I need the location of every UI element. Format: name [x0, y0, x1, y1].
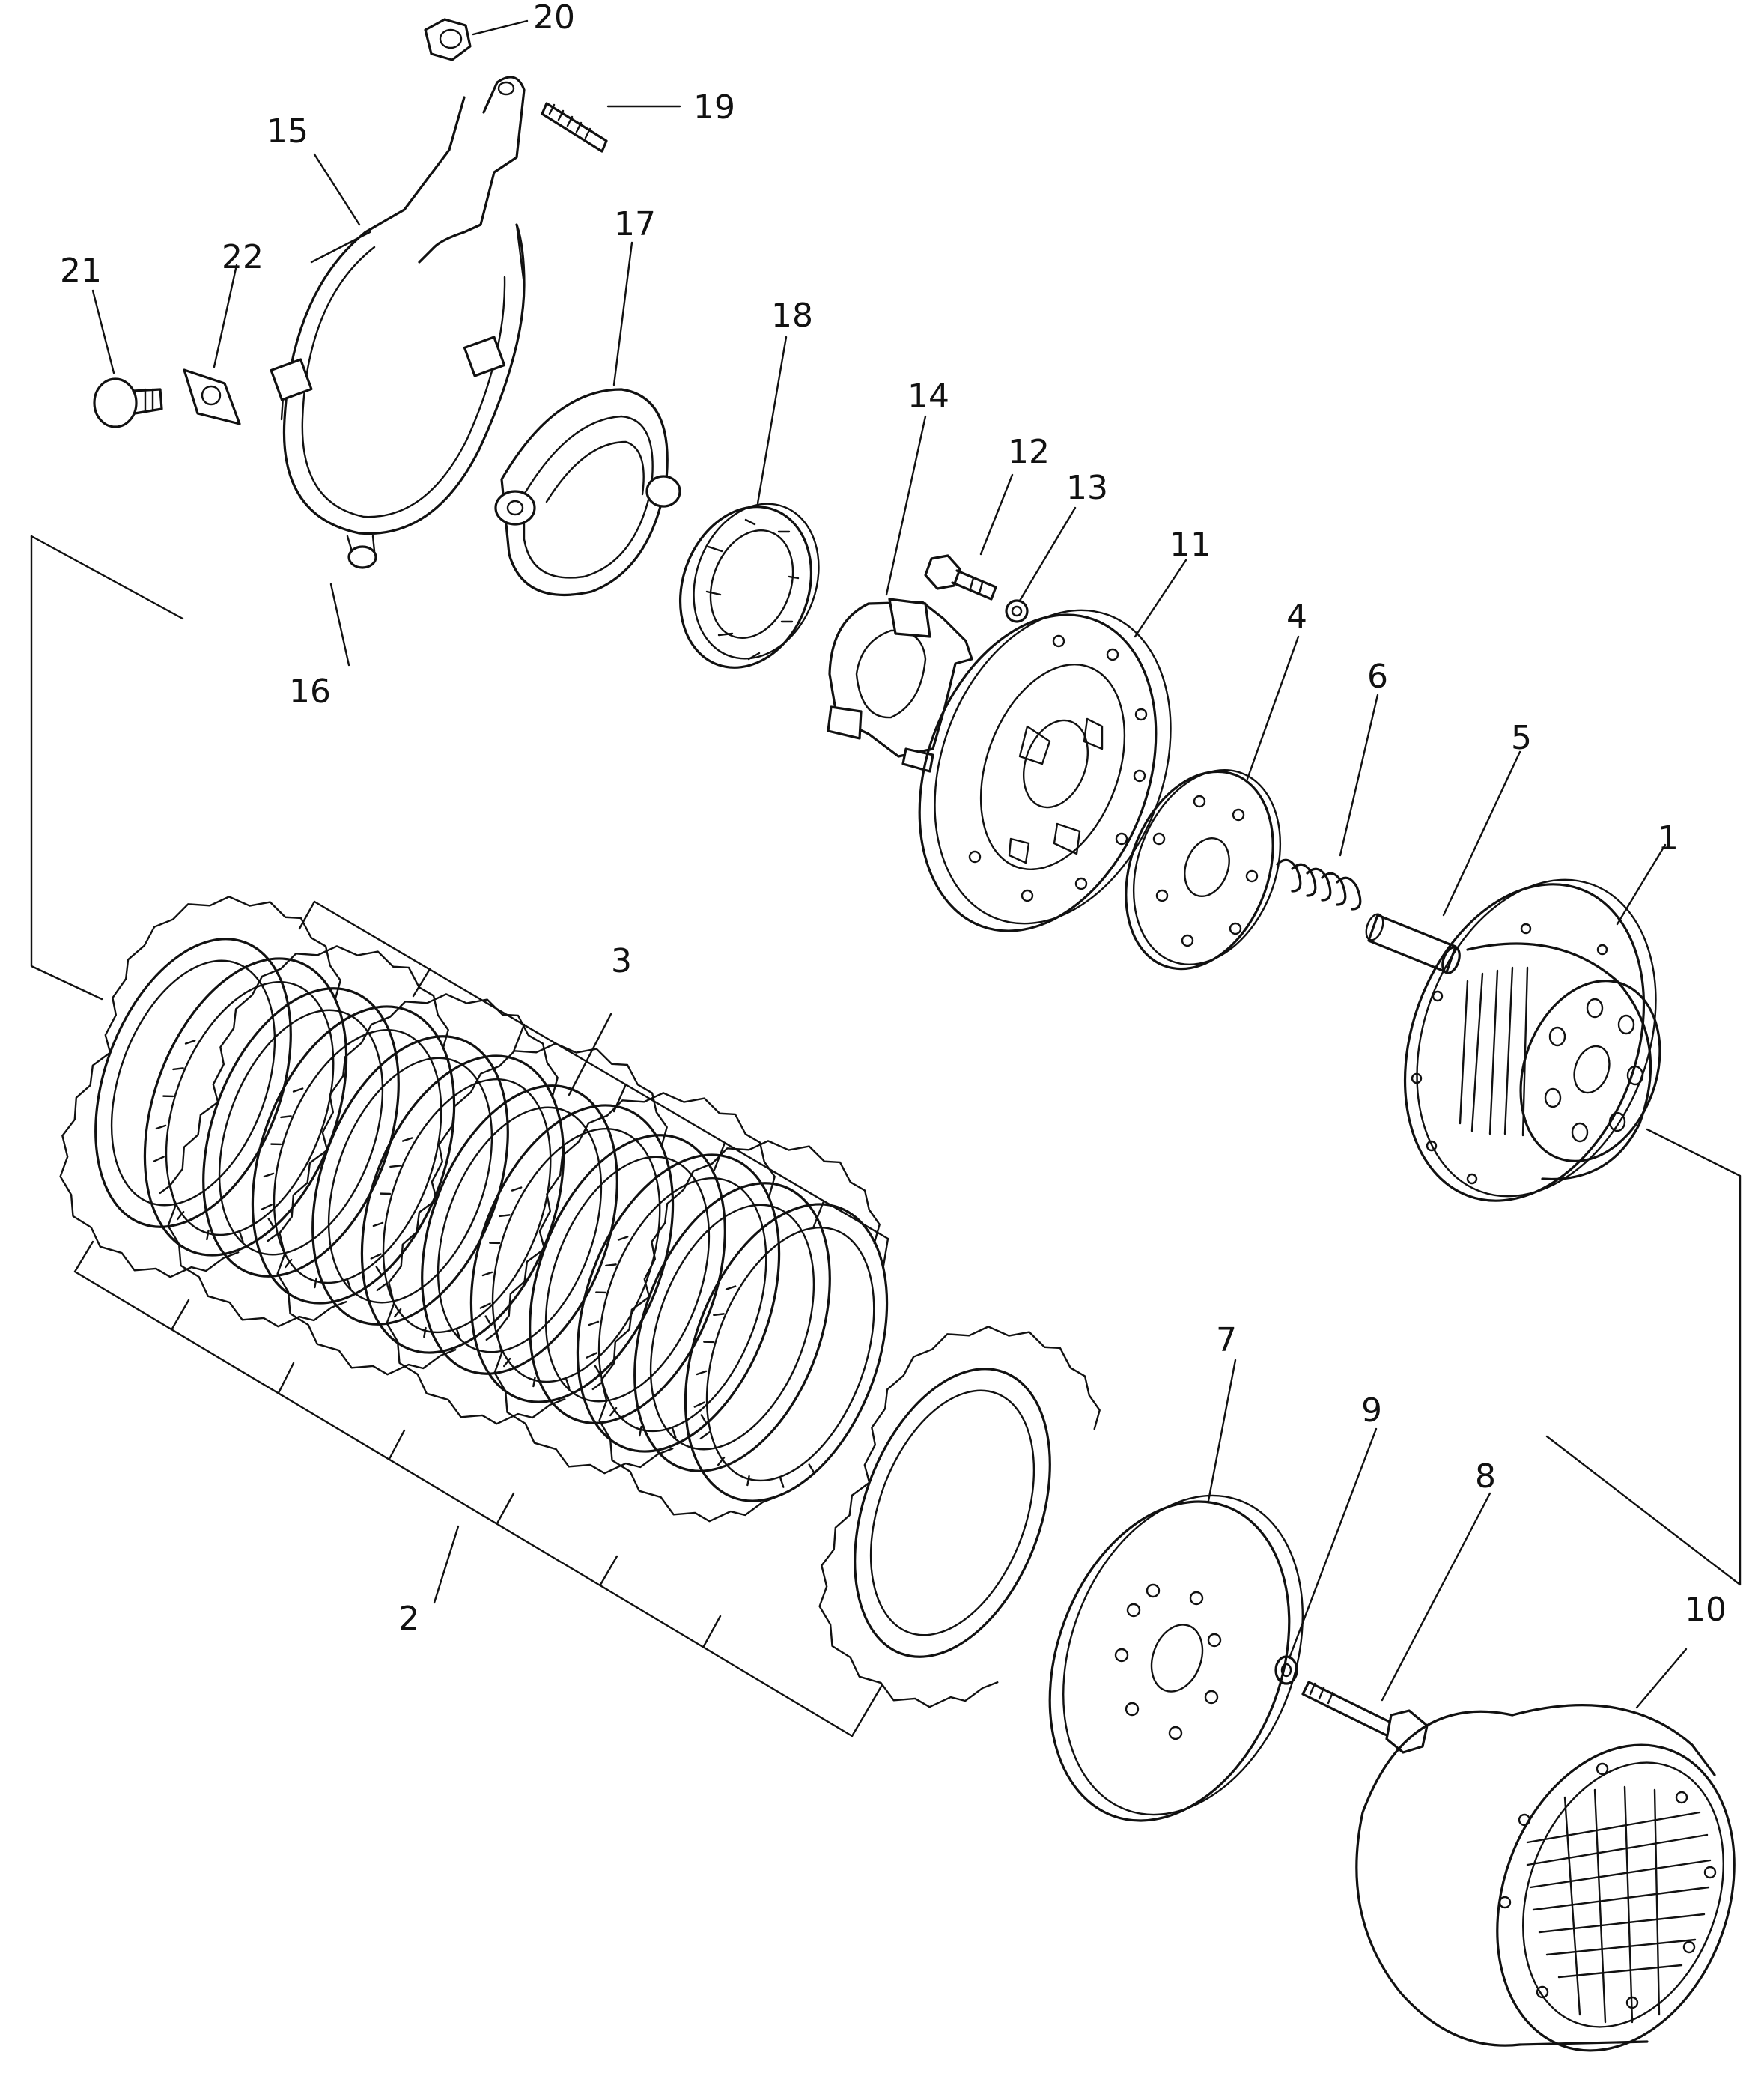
callout-10: 10: [1685, 1591, 1727, 1629]
callout-2: 2: [398, 1600, 419, 1638]
callout-5: 5: [1511, 719, 1532, 757]
lock-plate-22: [183, 368, 241, 425]
callout-20: 20: [533, 0, 575, 37]
end-plate-7: [1048, 1494, 1304, 1822]
callout-22: 22: [222, 238, 264, 276]
callout-12: 12: [1008, 433, 1050, 471]
disc-stack-2-3: [26, 861, 926, 1549]
bearing-18: [678, 503, 820, 669]
callout-4: 4: [1286, 598, 1307, 636]
leader-lines: [91, 19, 1688, 1709]
callout-14: 14: [907, 377, 949, 416]
callout-16: 16: [289, 673, 331, 711]
callout-18: 18: [771, 297, 813, 335]
pin-5: [1365, 913, 1461, 974]
callout-19: 19: [693, 88, 735, 127]
clutch-drum-10: [1355, 1704, 1736, 2052]
stud-19: [541, 102, 608, 153]
callout-9: 9: [1361, 1391, 1382, 1430]
release-yoke-15: [270, 76, 526, 569]
callout-17: 17: [614, 205, 656, 243]
release-carrier-14: [827, 598, 973, 773]
bolt-12: [924, 554, 997, 601]
callout-8: 8: [1475, 1457, 1496, 1496]
callout-1: 1: [1658, 819, 1679, 858]
callout-11: 11: [1170, 526, 1211, 564]
clutch-hub-1: [1403, 878, 1661, 1202]
spring-6: [1276, 858, 1362, 911]
bearing-housing-17: [494, 388, 681, 597]
washer-9: [1274, 1655, 1298, 1685]
pressure-plate-11: [918, 609, 1172, 932]
callout-3: 3: [611, 942, 632, 980]
callout-13: 13: [1066, 469, 1108, 507]
callout-15: 15: [267, 112, 308, 151]
spring-disc-4: [1125, 769, 1282, 971]
toothed-disc-2-single: [785, 1291, 1119, 1735]
callout-labels: 1 2 3 4 5 6 7 8 9 10 11 12 13 14 15 16 1…: [60, 0, 1727, 1638]
bolt-8: [1301, 1681, 1429, 1754]
nut-20: [424, 18, 472, 61]
grouping-lines: [30, 535, 1742, 1737]
bolt-21: [93, 377, 163, 428]
washer-13: [1005, 599, 1029, 623]
callout-7: 7: [1216, 1321, 1237, 1359]
callout-6: 6: [1367, 658, 1388, 696]
callout-21: 21: [60, 252, 102, 290]
